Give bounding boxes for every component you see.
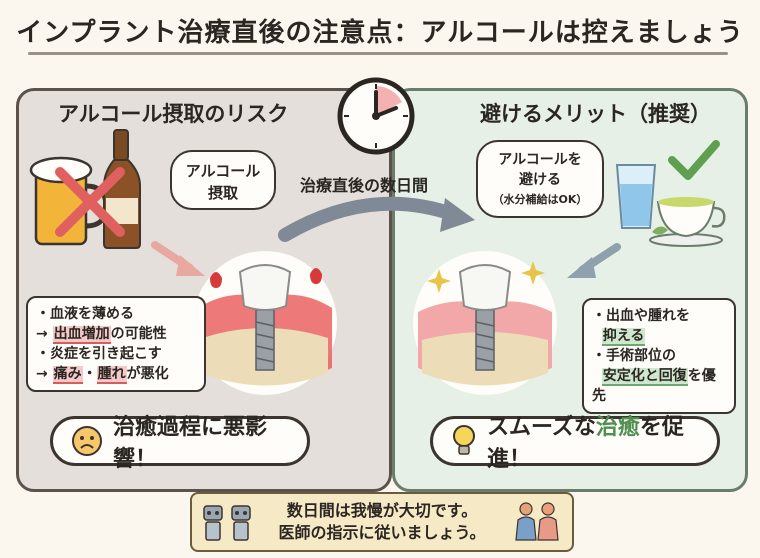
advice-banner: 数日間は我慢が大切です。 医師の指示に従いましょう。	[190, 492, 574, 552]
advice-text: 数日間は我慢が大切です。 医師の指示に従いましょう。	[278, 501, 486, 542]
benefit-callout: スムーズな治癒を促進！	[430, 415, 720, 472]
risk-callout: 治癒過程に悪影響！	[50, 415, 310, 472]
risk-item: ・炎症を引き起こす	[36, 346, 162, 362]
risk-item: → 出血増加の可能性	[36, 326, 167, 344]
risk-list: ・血液を薄める → 出血増加の可能性 ・炎症を引き起こす → 痛み・腫れが悪化	[26, 296, 206, 392]
avoid-alcohol-bubble: アルコールを 避ける （水分補給はOK）	[476, 140, 604, 218]
period-label: 治療直後の数日間	[300, 176, 429, 195]
risk-item: ・血液を薄める	[36, 306, 134, 322]
alcohol-intake-bubble: アルコール 摂取	[170, 150, 276, 210]
people-icon	[515, 502, 559, 541]
arrow-down-right-icon	[151, 241, 205, 276]
benefit-item: 安定化と回復を優先	[592, 368, 716, 404]
benefit-item: ・手術部位の	[592, 348, 676, 364]
benefit-heading: 避けるメリット（推奨）	[480, 102, 711, 126]
clock-icon	[337, 77, 415, 155]
risk-item: → 痛み・腫れが悪化	[36, 366, 169, 384]
arrow-down-left-icon	[567, 243, 621, 278]
cross-mark-icon	[55, 167, 125, 237]
healthy-implant-illustration	[413, 251, 557, 395]
tea-cup-icon	[649, 197, 726, 247]
transition-arrow-icon	[278, 196, 475, 242]
doctor-robots-icon	[203, 505, 251, 541]
page-title: インプラント治療直後の注意点：アルコールは控えましょう	[0, 12, 760, 55]
lightbulb-icon	[453, 425, 475, 455]
benefit-item: 抑える	[601, 328, 646, 346]
benefit-item: ・出血や腫れを	[592, 308, 690, 324]
check-mark-icon	[668, 140, 720, 180]
benefit-list: ・出血や腫れを 抑える ・手術部位の 安定化と回復を優先	[582, 298, 736, 414]
inflamed-implant-illustration	[193, 251, 337, 395]
risk-heading: アルコール摂取のリスク	[58, 102, 289, 126]
title-underline	[28, 52, 728, 55]
water-glass-icon	[615, 164, 657, 229]
frown-face-icon	[72, 426, 102, 456]
